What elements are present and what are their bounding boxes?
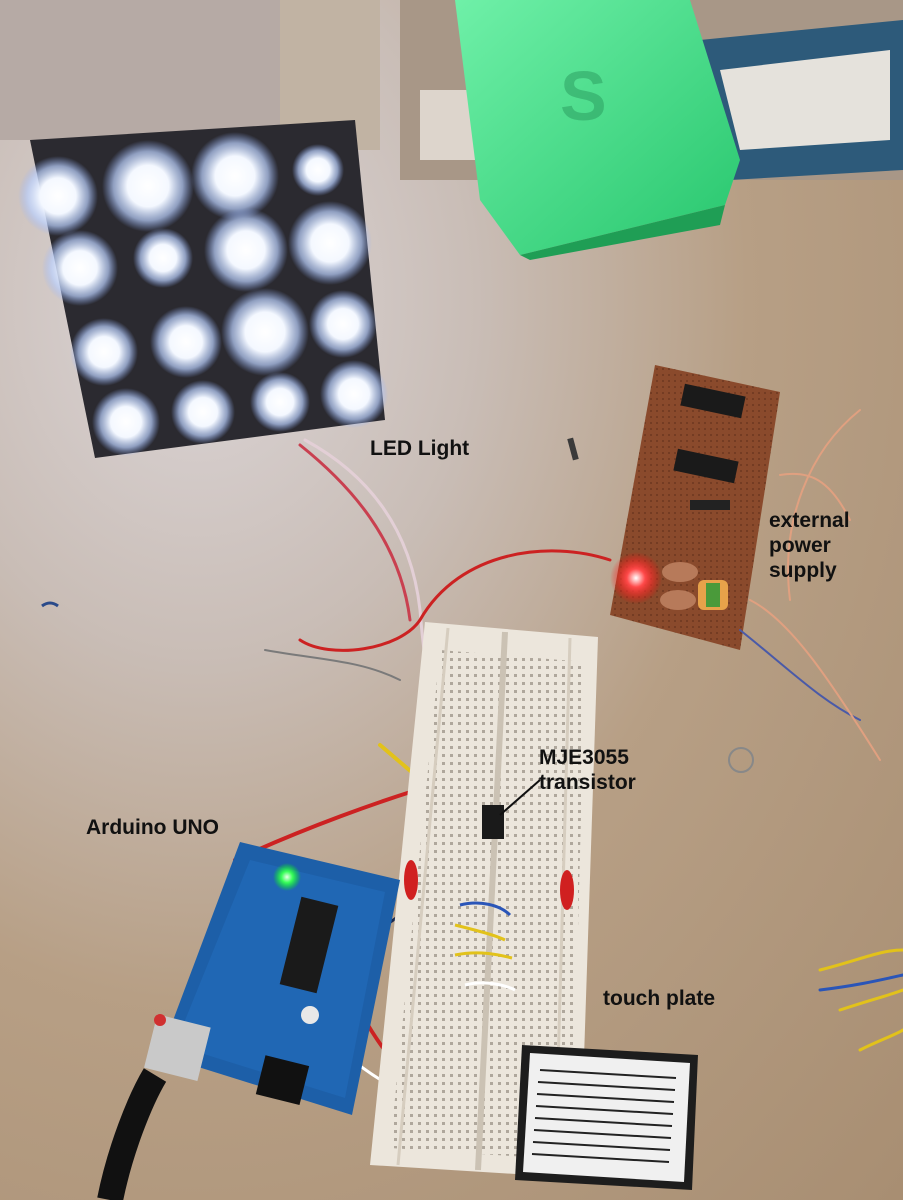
label-transistor-model: MJE3055 bbox=[539, 746, 629, 769]
label-led-light: LED Light bbox=[370, 437, 470, 460]
label-transistor: MJE3055 transistor bbox=[539, 745, 636, 795]
transistor-chip bbox=[482, 805, 504, 839]
touch-plate bbox=[515, 1045, 698, 1190]
breadboard bbox=[370, 622, 598, 1178]
label-supply-line: supply bbox=[769, 559, 837, 582]
led-array bbox=[18, 132, 388, 456]
label-touch-plate: touch plate bbox=[603, 987, 716, 1010]
led-panel bbox=[18, 120, 388, 458]
label-arduino-uno: Arduino UNO bbox=[86, 816, 219, 839]
label-power-line: power bbox=[769, 534, 831, 557]
debris bbox=[41, 437, 754, 773]
arduino-board bbox=[97, 842, 400, 1200]
battery-box: S bbox=[455, 0, 740, 260]
power-supply-board bbox=[610, 365, 780, 650]
svg-text:S: S bbox=[560, 57, 607, 135]
label-transistor-word: transistor bbox=[539, 771, 636, 794]
label-external-line: external bbox=[769, 509, 850, 532]
label-external-power-supply: external power supply bbox=[769, 508, 850, 583]
